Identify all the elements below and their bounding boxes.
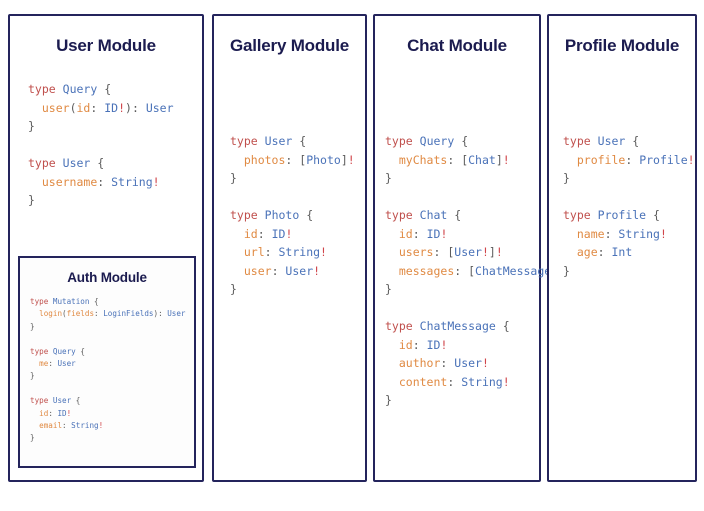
code-line: }	[563, 263, 570, 278]
module-title-chat: Chat Module	[407, 36, 507, 55]
code-line: type Query {	[30, 346, 85, 356]
code-blank-line	[385, 299, 539, 318]
code-line: id: ID!	[243, 226, 293, 241]
code-line: type Photo {	[230, 208, 314, 222]
code-line: }	[30, 433, 35, 443]
code-line: username: String!	[41, 174, 160, 189]
module-title-gallery: Gallery Module	[229, 36, 350, 55]
module-panel-auth[interactable]: Auth Module type Mutation { login(fields…	[18, 256, 196, 468]
code-line: me: User	[39, 359, 76, 369]
code-line: id: ID!	[398, 226, 448, 241]
module-title-auth: Auth Module	[67, 270, 147, 285]
code-line: }	[30, 321, 35, 331]
module-panel-profile[interactable]: Profile Module type User { profile: Prof…	[547, 14, 697, 482]
code-line: type User {	[563, 134, 640, 148]
code-line: content: String!	[398, 374, 510, 389]
code-line: profile: Profile!	[576, 152, 695, 167]
code-line: id: ID!	[398, 337, 448, 352]
schema-code-chat: type Query { myChats: [Chat]!} type Chat…	[375, 132, 565, 410]
code-line: }	[563, 171, 570, 185]
code-blank-line	[230, 188, 365, 207]
code-line: }	[385, 171, 392, 185]
schema-code-gallery: type User { photos: [Photo]!} type Photo…	[214, 132, 365, 299]
code-line: }	[230, 171, 237, 185]
code-line: }	[28, 119, 35, 133]
code-line: type Chat {	[385, 208, 462, 222]
code-line: author: User!	[398, 356, 489, 370]
code-line: }	[230, 282, 237, 296]
module-panel-user[interactable]: User Module type Query { user(id: ID!): …	[8, 14, 204, 482]
code-line: }	[385, 282, 392, 296]
code-line: users: [User!]!	[398, 245, 503, 259]
code-blank-line	[28, 136, 202, 155]
code-line: }	[30, 371, 35, 381]
schema-code-user: type Query { user(id: ID!): User} type U…	[10, 80, 202, 210]
code-line: name: String!	[576, 226, 667, 241]
code-line: messages: [ChatMessage]!	[398, 263, 565, 278]
code-blank-line	[30, 383, 194, 395]
code-line: photos: [Photo]!	[243, 152, 355, 167]
schema-code-profile: type User { profile: Profile!} type Prof…	[549, 132, 695, 280]
code-line: age: Int	[576, 245, 633, 259]
schema-code-auth: type Mutation { login(fields: LoginField…	[20, 296, 194, 445]
module-title-profile: Profile Module	[564, 36, 680, 55]
code-line: type Query {	[28, 82, 112, 96]
code-line: user: User!	[243, 263, 321, 278]
code-line: type Query {	[385, 134, 469, 148]
code-blank-line	[563, 188, 695, 207]
module-panel-gallery[interactable]: Gallery Module type User { photos: [Phot…	[212, 14, 367, 482]
code-blank-line	[30, 333, 194, 345]
code-line: type Mutation {	[30, 297, 99, 306]
code-line: type User {	[28, 156, 105, 170]
code-line: type ChatMessage {	[385, 319, 510, 333]
code-line: type Profile {	[563, 208, 660, 222]
code-line: }	[385, 393, 392, 407]
code-line: email: String!	[39, 421, 104, 431]
code-line: }	[28, 193, 35, 207]
code-line: type User {	[30, 396, 81, 406]
code-line: myChats: [Chat]!	[398, 152, 510, 167]
code-line: id: ID!	[39, 408, 72, 418]
module-panel-chat[interactable]: Chat Module type Query { myChats: [Chat]…	[373, 14, 565, 482]
code-line: url: String!	[243, 245, 327, 259]
code-line: login(fields: LoginFields): User	[39, 309, 186, 319]
code-line: user(id: ID!): User	[41, 100, 174, 115]
module-title-user: User Module	[56, 36, 156, 55]
code-line: type User {	[230, 134, 307, 148]
code-blank-line	[385, 188, 539, 207]
